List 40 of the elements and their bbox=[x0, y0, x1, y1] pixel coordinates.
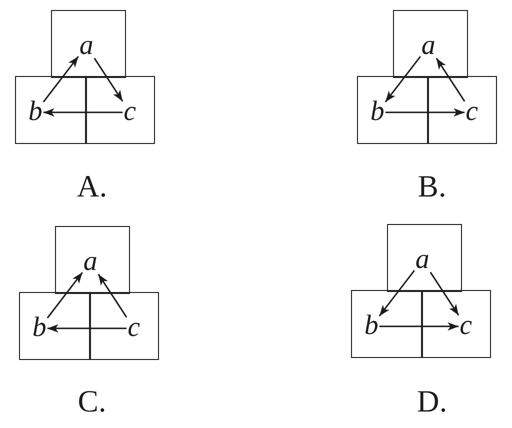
arrow bbox=[94, 58, 124, 102]
square-box bbox=[15, 76, 87, 144]
letter-label: a bbox=[421, 32, 436, 60]
letter-label: a bbox=[415, 246, 430, 274]
arrow bbox=[384, 56, 421, 102]
square-box bbox=[357, 76, 429, 144]
square-box bbox=[19, 292, 91, 360]
square-box bbox=[421, 290, 492, 358]
letter-label: a bbox=[83, 248, 98, 276]
letter-label: c bbox=[128, 314, 140, 342]
square-box bbox=[89, 292, 160, 360]
arrow bbox=[436, 58, 466, 102]
option-label: D. bbox=[416, 386, 448, 416]
square-box bbox=[351, 290, 423, 358]
square-box bbox=[427, 76, 498, 144]
letter-label: a bbox=[79, 32, 94, 60]
arrow bbox=[46, 272, 83, 318]
arrow bbox=[430, 272, 460, 316]
arrow bbox=[98, 274, 128, 318]
arrow bbox=[43, 108, 123, 117]
square-box bbox=[51, 10, 126, 78]
arrow bbox=[47, 324, 127, 333]
letter-label: c bbox=[124, 98, 136, 126]
arrow bbox=[42, 56, 79, 102]
option-label: C. bbox=[78, 386, 106, 416]
letter-label: b bbox=[32, 314, 46, 342]
square-box bbox=[393, 10, 468, 78]
letter-label: b bbox=[28, 98, 42, 126]
square-box bbox=[85, 76, 156, 144]
arrow bbox=[378, 270, 415, 316]
arrow bbox=[379, 322, 459, 331]
square-box bbox=[387, 224, 462, 292]
square-box bbox=[55, 226, 130, 294]
letter-label: c bbox=[460, 312, 472, 340]
letter-label: c bbox=[466, 98, 478, 126]
option-label: A. bbox=[76, 170, 108, 202]
arrow bbox=[385, 108, 465, 117]
letter-label: b bbox=[364, 312, 378, 340]
letter-label: b bbox=[370, 98, 384, 126]
option-label: B. bbox=[418, 170, 446, 202]
